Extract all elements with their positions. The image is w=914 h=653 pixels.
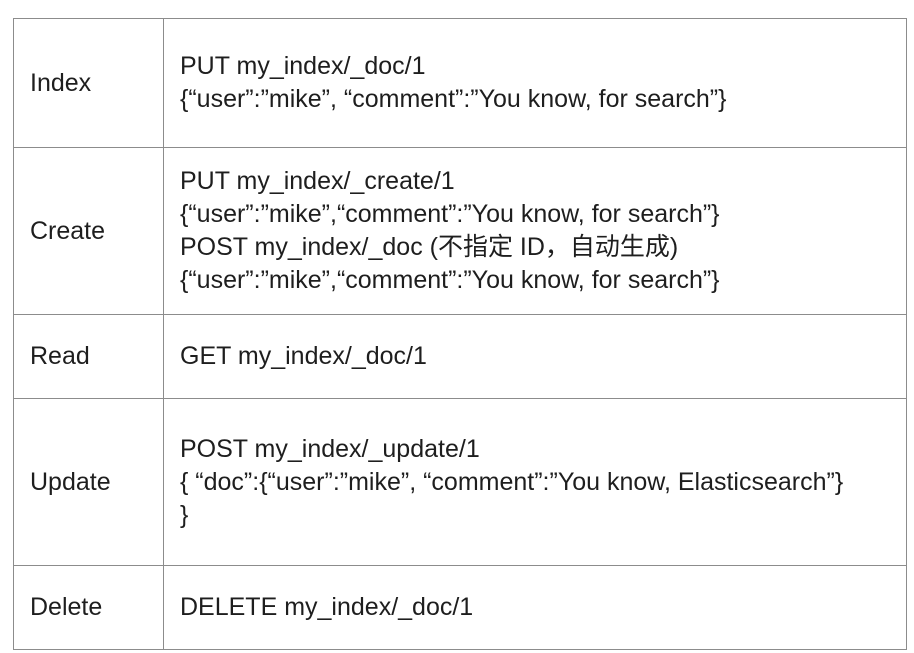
command-line: POST my_index/_doc (不指定 ID，自动生成) — [180, 233, 679, 261]
command-line: {“user”:”mike”,“comment”:”You know, for … — [180, 266, 720, 294]
command-line: POST my_index/_update/1 — [180, 434, 480, 463]
command-line: GET my_index/_doc/1 — [180, 342, 427, 370]
command-cell: DELETE my_index/_doc/1 — [163, 565, 907, 650]
command-line: {“user”:”mike”,“comment”:”You know, for … — [180, 200, 720, 228]
command-line: PUT my_index/_doc/1 — [180, 52, 426, 80]
command-line: DELETE my_index/_doc/1 — [180, 593, 474, 621]
table-row-update: Update POST my_index/_update/1 { “doc”:{… — [13, 398, 907, 566]
command-cell: GET my_index/_doc/1 — [163, 314, 907, 399]
table-row-create: Create PUT my_index/_create/1 {“user”:”m… — [13, 147, 907, 315]
operation-label: Delete — [13, 565, 164, 650]
command-line: PUT my_index/_create/1 — [180, 167, 455, 195]
table-row-delete: Delete DELETE my_index/_doc/1 — [13, 565, 907, 650]
command-line: {“user”:”mike”, “comment”:”You know, for… — [180, 85, 727, 113]
command-line: } — [180, 500, 189, 529]
table-row-index: Index PUT my_index/_doc/1 {“user”:”mike”… — [13, 18, 907, 148]
command-cell: POST my_index/_update/1 { “doc”:{“user”:… — [163, 398, 907, 566]
operation-label: Read — [13, 314, 164, 399]
crud-operations-table: Index PUT my_index/_doc/1 {“user”:”mike”… — [13, 18, 907, 650]
table-row-read: Read GET my_index/_doc/1 — [13, 314, 907, 399]
command-cell: PUT my_index/_create/1 {“user”:”mike”,“c… — [163, 147, 907, 315]
command-cell: PUT my_index/_doc/1 {“user”:”mike”, “com… — [163, 18, 907, 148]
command-line: { “doc”:{“user”:”mike”, “comment”:”You k… — [180, 467, 844, 496]
operation-label: Index — [13, 18, 164, 148]
operation-label: Create — [13, 147, 164, 315]
operation-label: Update — [13, 398, 164, 566]
